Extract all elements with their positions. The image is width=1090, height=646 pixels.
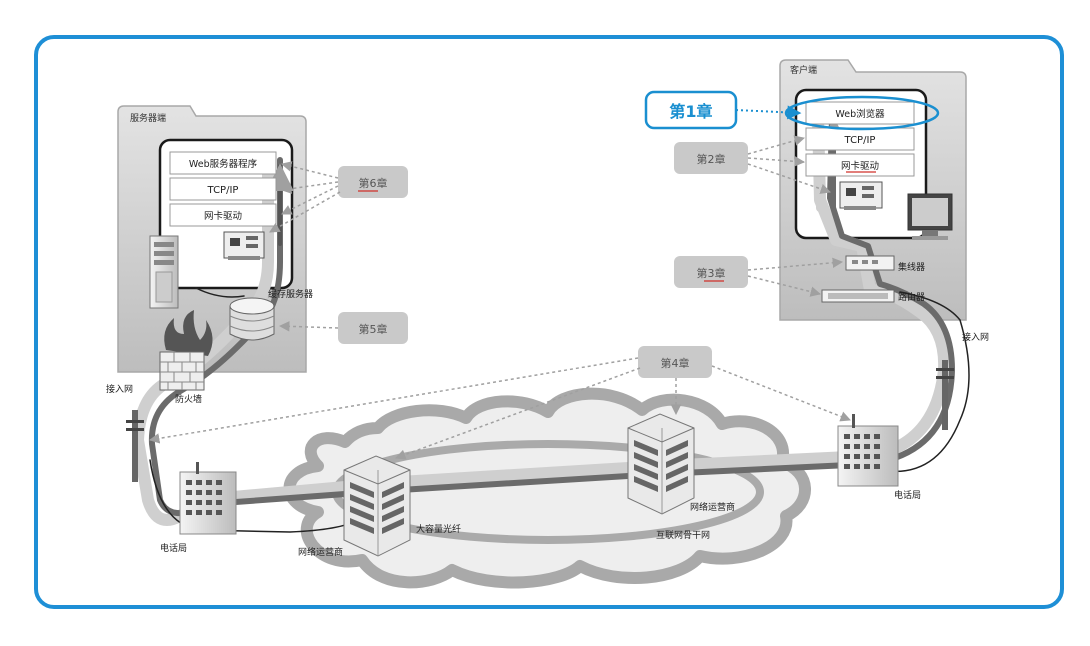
client-nic-card-icon	[839, 181, 883, 210]
server-access-label: 接入网	[106, 383, 133, 395]
monitor-icon	[907, 193, 953, 240]
chapter-6-callout: 第6章	[338, 166, 408, 198]
client-layer-tcp-label: TCP/IP	[844, 135, 876, 146]
cache-server-label: 缓存服务器	[268, 288, 313, 300]
hub-label: 集线器	[898, 261, 925, 273]
chapter-3-arrows	[747, 257, 844, 297]
fiber-label: 大容量光纤	[416, 523, 461, 535]
chapter-4-callout: 第4章	[638, 346, 712, 378]
client-access-label: 接入网	[962, 331, 989, 343]
chapter-4-label: 第4章	[661, 356, 690, 370]
chapter-2-arrows	[747, 135, 831, 194]
server-layer-tcp-label: TCP/IP	[207, 185, 239, 196]
client-layer-nic-label: 网卡驱动	[841, 160, 879, 172]
chapter-1-callout: 第1章	[644, 90, 738, 130]
chapter-6-label: 第6章	[359, 176, 388, 190]
chapter-5-callout: 第5章	[338, 312, 408, 344]
chapter-3-callout: 第3章	[674, 256, 748, 288]
right-isp-label: 网络运营商	[690, 501, 735, 513]
router-icon	[821, 289, 895, 303]
chapter-1-label: 第1章	[669, 102, 712, 121]
hub-icon	[845, 255, 895, 271]
server-layers: Web服务器程序 TCP/IP 网卡驱动	[169, 151, 277, 260]
backbone-label: 互联网骨干网	[656, 530, 710, 541]
chapter-5-arrow	[278, 321, 339, 332]
left-phone-office-label: 电话局	[160, 542, 187, 554]
client-layer-browser	[805, 101, 915, 125]
server-nic-card-icon	[223, 231, 265, 260]
chapter-1-arrow	[735, 105, 802, 120]
client-layers: Web浏览器 TCP/IP 网卡驱动	[805, 101, 915, 210]
chapter-2-label: 第2章	[697, 152, 726, 166]
server-access-pole-icon	[126, 410, 144, 482]
firewall-label: 防火墙	[175, 393, 202, 405]
client-layer-nic	[805, 153, 915, 177]
right-phone-office-label: 电话局	[894, 489, 921, 501]
chapter-2-callout: 第2章	[674, 142, 748, 174]
server-layer-web	[169, 151, 277, 175]
chapter-4-arrows	[148, 357, 851, 460]
firewall-icon	[159, 310, 213, 391]
router-label: 路由器	[898, 291, 925, 303]
browser-highlight-ring	[784, 95, 940, 131]
server-layer-tcp	[169, 177, 277, 201]
left-isp-label: 网络运营商	[298, 546, 343, 558]
chapter-6-arrows	[269, 161, 341, 233]
client-access-pole-icon	[936, 360, 954, 430]
server-title: 服务器端	[130, 112, 166, 124]
left-isp-building-icon	[343, 455, 411, 557]
left-phone-office-icon	[179, 462, 237, 535]
server-layer-nic-label: 网卡驱动	[204, 210, 242, 222]
right-isp-building-icon	[627, 413, 695, 515]
right-phone-office-icon	[837, 414, 899, 487]
outer-frame	[34, 35, 1064, 609]
client-layer-browser-label: Web浏览器	[835, 108, 885, 120]
server-layer-nic	[169, 203, 277, 227]
chapter-5-label: 第5章	[359, 322, 388, 336]
client-title: 客户端	[790, 64, 817, 76]
server-layer-web-label: Web服务器程序	[189, 158, 258, 170]
cache-server-icon	[229, 297, 275, 341]
server-tower-icon	[149, 235, 179, 309]
chapter-3-label: 第3章	[697, 266, 726, 280]
